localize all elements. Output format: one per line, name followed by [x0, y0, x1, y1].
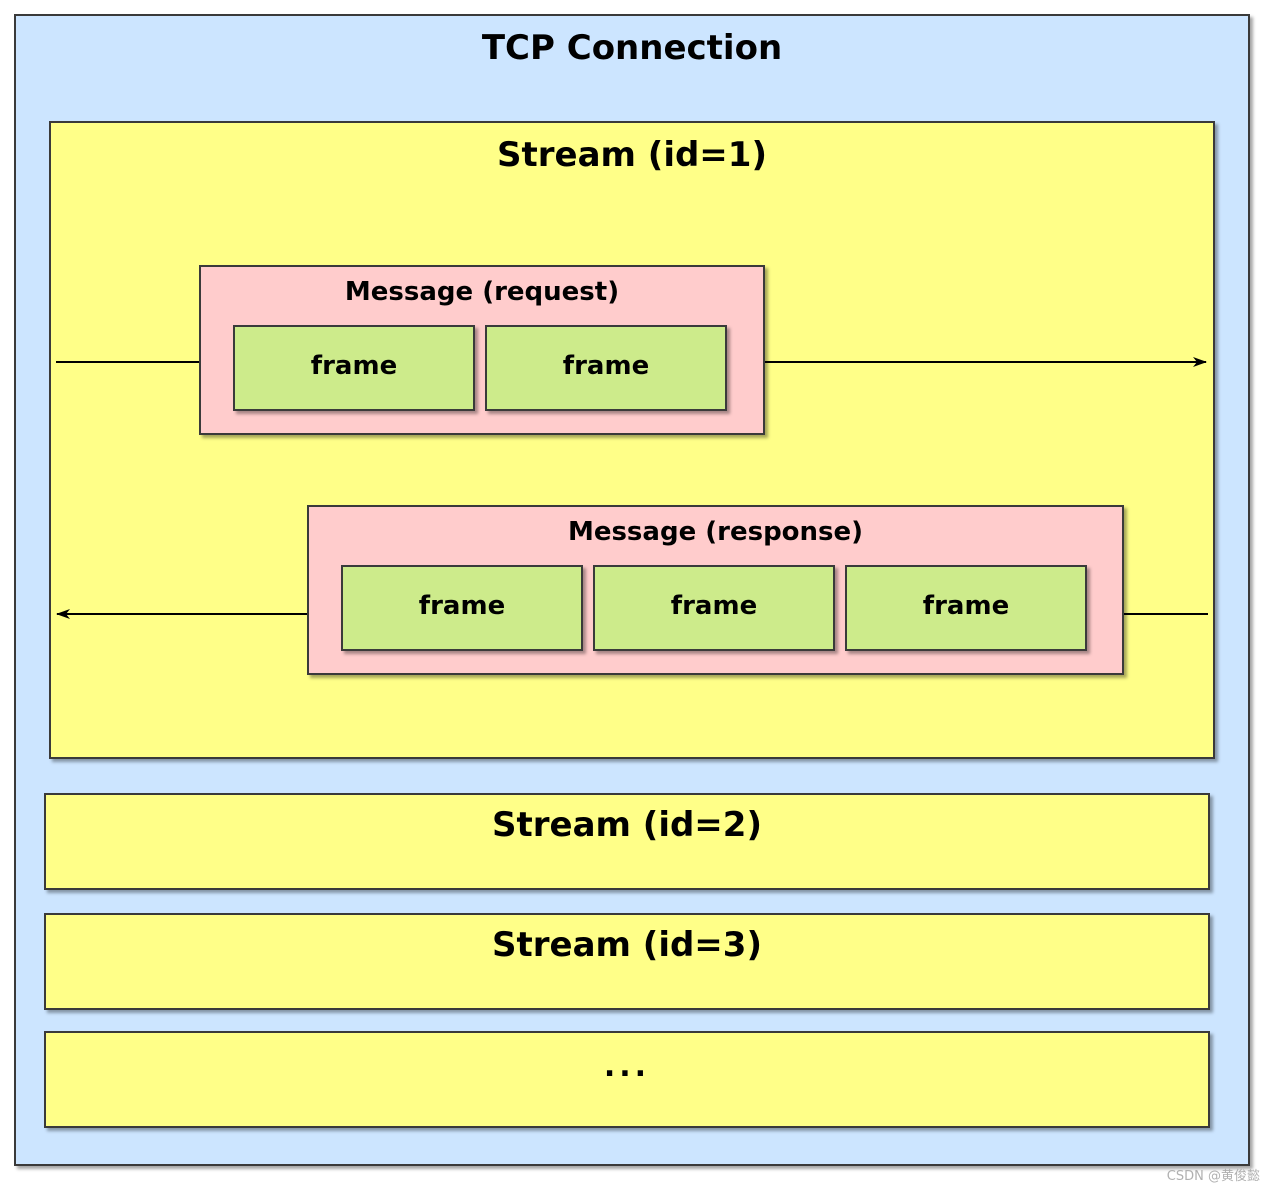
frame-label: frame — [922, 591, 1010, 621]
message-request-label: Message (request) — [344, 277, 620, 307]
frame-label: frame — [562, 351, 650, 381]
stream-more-label: ... — [603, 1049, 651, 1084]
stream-3: Stream (id=3) — [44, 913, 1210, 1010]
frame-label: frame — [310, 351, 398, 381]
frame-label: frame — [418, 591, 506, 621]
response-frame-1: frame — [341, 565, 583, 651]
stream-1-label: Stream (id=1) — [497, 135, 767, 175]
tcp-connection-title: TCP Connection — [481, 28, 783, 68]
stream-2: Stream (id=2) — [44, 793, 1210, 890]
message-response-label: Message (response) — [567, 517, 864, 547]
stream-more: ... — [44, 1031, 1210, 1128]
stream-3-label: Stream (id=3) — [492, 925, 762, 965]
watermark: CSDN @黄俊懿 — [1166, 1169, 1260, 1184]
response-frame-3: frame — [845, 565, 1087, 651]
request-frame-1: frame — [233, 325, 475, 411]
request-frame-2: frame — [485, 325, 727, 411]
frame-label: frame — [670, 591, 758, 621]
response-frame-2: frame — [593, 565, 835, 651]
stream-2-label: Stream (id=2) — [492, 805, 762, 845]
